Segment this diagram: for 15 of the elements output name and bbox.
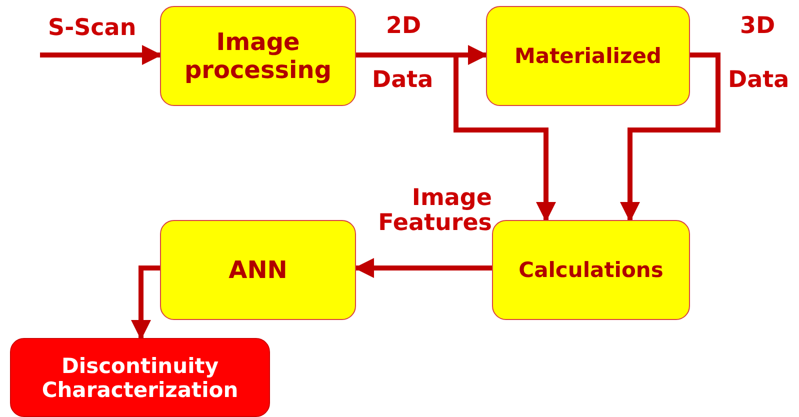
arrow	[620, 52, 720, 222]
data-label: 2D	[386, 14, 422, 40]
process-box: ANN	[160, 220, 356, 320]
arrow	[40, 45, 162, 65]
arrow	[131, 266, 160, 340]
arrow	[354, 258, 492, 278]
edge-label: Image Features	[377, 186, 492, 237]
edge-label: S-Scan	[48, 16, 136, 42]
data-label: 3D	[740, 14, 776, 40]
data-label: Data	[372, 68, 434, 94]
data-label: Data	[728, 68, 790, 94]
output-box: Discontinuity Characterization	[10, 338, 270, 417]
process-box: Calculations	[492, 220, 690, 320]
process-box: Materialized	[486, 6, 690, 106]
process-box: Image processing	[160, 6, 356, 106]
